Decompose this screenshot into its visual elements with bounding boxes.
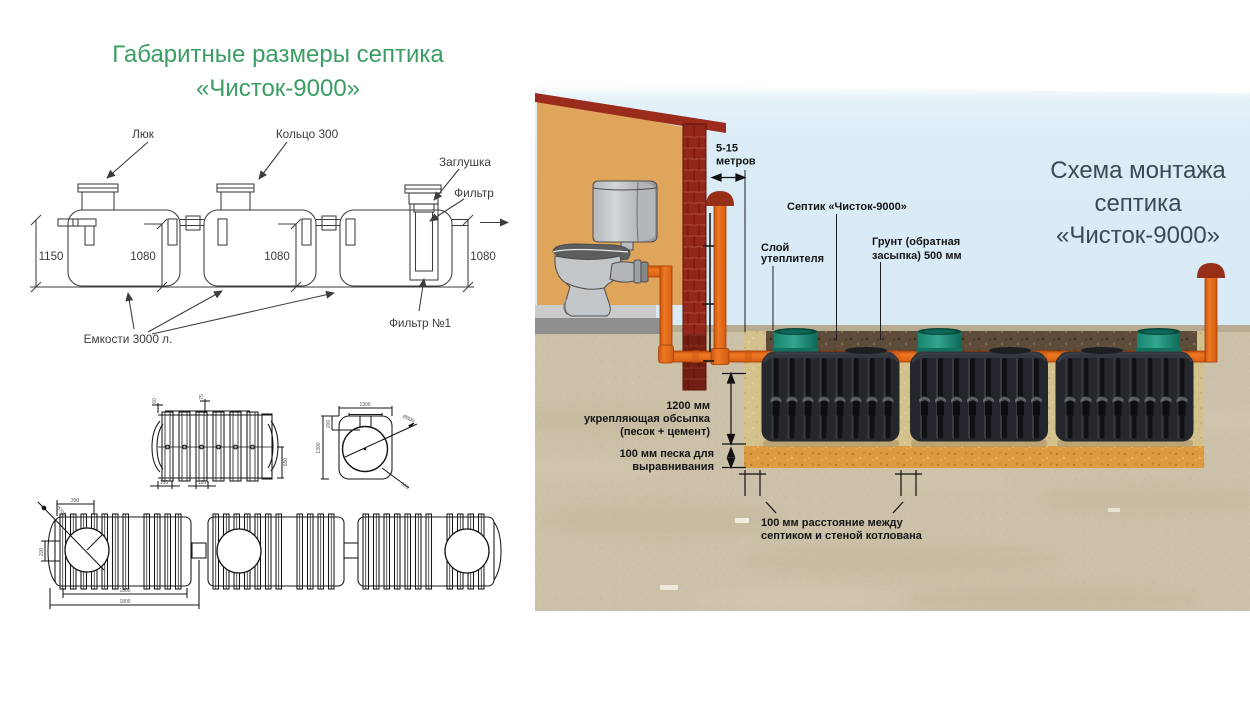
svg-text:100 мм песка для: 100 мм песка для [619,448,714,460]
svg-text:100 мм расстояние между: 100 мм расстояние между [761,517,904,529]
svg-text:засыпка) 500 мм: засыпка) 500 мм [872,250,962,262]
svg-text:390: 390 [71,498,80,504]
svg-text:75: 75 [199,394,205,400]
svg-text:200: 200 [39,548,45,557]
svg-text:Грунт (обратная: Грунт (обратная [872,236,960,248]
svg-text:септиком и стеной котлована: септиком и стеной котлована [761,530,923,542]
svg-text:1300: 1300 [316,442,322,453]
svg-text:Слой: Слой [761,242,789,254]
svg-text:метров: метров [716,156,756,168]
svg-text:(песок + цемент): (песок + цемент) [620,426,710,438]
svg-text:Заглушка: Заглушка [439,155,491,169]
svg-text:Схема монтажа: Схема монтажа [1050,157,1226,184]
svg-text:Емкости 3000 л.: Емкости 3000 л. [84,332,173,346]
svg-text:500: 500 [399,481,409,491]
svg-text:1150: 1150 [39,251,64,263]
svg-text:Кольцо 300: Кольцо 300 [276,127,339,141]
svg-text:60: 60 [152,398,158,404]
svg-text:Фильтр №1: Фильтр №1 [389,316,451,330]
svg-text:Фильтр: Фильтр [454,186,494,200]
svg-text:Ø800: Ø800 [402,414,416,425]
svg-text:выравнивания: выравнивания [632,461,714,473]
svg-text:Люк: Люк [132,127,155,141]
svg-text:1500: 1500 [119,588,130,594]
svg-text:утеплителя: утеплителя [761,253,824,265]
svg-text:1080: 1080 [264,251,290,263]
svg-text:130: 130 [160,480,169,486]
svg-text:Габаритные размеры септика: Габаритные размеры септика [112,41,444,68]
svg-text:укрепляющая обсыпка: укрепляющая обсыпка [584,413,711,425]
svg-text:1080: 1080 [470,251,496,263]
svg-text:«Чисток-9000»: «Чисток-9000» [196,75,360,102]
svg-text:1800: 1800 [119,599,130,605]
svg-text:1200 мм: 1200 мм [666,400,710,412]
svg-text:«Чисток-9000»: «Чисток-9000» [1056,222,1220,249]
svg-text:Септик «Чисток-9000»: Септик «Чисток-9000» [787,201,907,213]
svg-text:120: 120 [198,480,207,486]
svg-text:200: 200 [326,420,332,429]
svg-text:650: 650 [283,458,289,467]
svg-text:септика: септика [1094,190,1182,217]
svg-text:1300: 1300 [359,402,370,408]
svg-text:1080: 1080 [130,251,156,263]
svg-text:5-15: 5-15 [716,143,738,155]
